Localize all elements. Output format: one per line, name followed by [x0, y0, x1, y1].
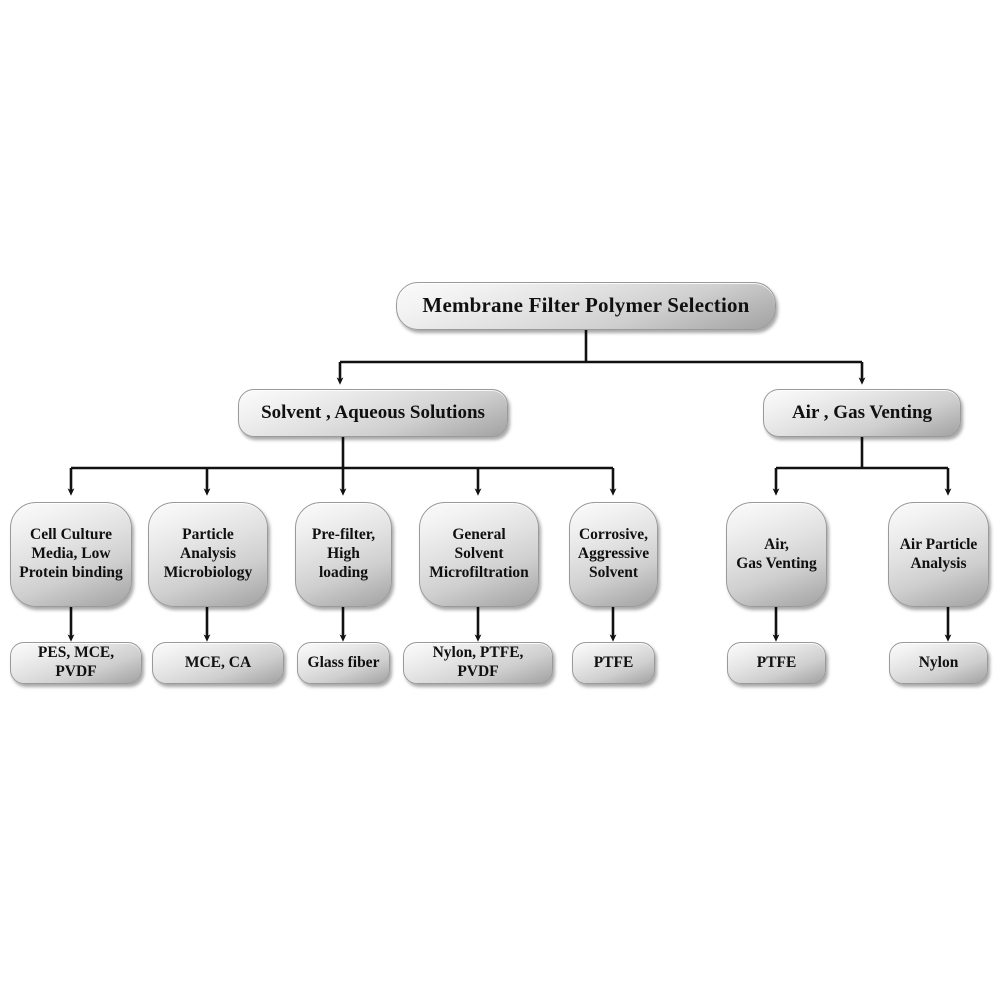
- node-result-mce-ca-label: MCE, CA: [184, 653, 252, 671]
- node-category-air-gas-venting-label: Air, Gas Venting: [736, 535, 817, 572]
- node-category-air-particle-analysis[interactable]: Air Particle Analysis: [888, 502, 989, 607]
- node-category-cell-culture-label: Cell Culture Media, Low Protein binding: [19, 526, 123, 581]
- node-branch-air-label: Air , Gas Venting: [791, 402, 933, 424]
- node-result-pes-mce-pvdf[interactable]: PES, MCE, PVDF: [10, 642, 142, 684]
- node-branch-solvent[interactable]: Solvent , Aqueous Solutions: [238, 389, 508, 437]
- node-category-air-particle-analysis-label: Air Particle Analysis: [899, 535, 978, 572]
- node-category-corrosive[interactable]: Corrosive, Aggressive Solvent: [569, 502, 658, 607]
- node-category-particle-analysis-label: Particle Analysis Microbiology: [163, 526, 253, 581]
- node-branch-air[interactable]: Air , Gas Venting: [763, 389, 961, 437]
- node-category-general-solvent-label: General Solvent Microfiltration: [429, 526, 529, 581]
- node-category-corrosive-label: Corrosive, Aggressive Solvent: [577, 526, 650, 581]
- node-category-pre-filter[interactable]: Pre-filter, High loading: [295, 502, 392, 607]
- node-result-nylon-label: Nylon: [918, 653, 959, 671]
- node-category-general-solvent[interactable]: General Solvent Microfiltration: [419, 502, 539, 607]
- node-result-nylon-ptfe-pvdf[interactable]: Nylon, PTFE, PVDF: [403, 642, 553, 684]
- node-result-pes-mce-pvdf-label: PES, MCE, PVDF: [37, 644, 115, 680]
- node-category-pre-filter-label: Pre-filter, High loading: [311, 526, 376, 581]
- node-result-ptfe-corrosive[interactable]: PTFE: [572, 642, 655, 684]
- node-category-particle-analysis[interactable]: Particle Analysis Microbiology: [148, 502, 268, 607]
- node-category-air-gas-venting[interactable]: Air, Gas Venting: [726, 502, 827, 607]
- node-branch-solvent-label: Solvent , Aqueous Solutions: [261, 402, 485, 424]
- node-category-cell-culture[interactable]: Cell Culture Media, Low Protein binding: [10, 502, 132, 607]
- node-root[interactable]: Membrane Filter Polymer Selection: [396, 282, 776, 330]
- node-result-ptfe-venting[interactable]: PTFE: [727, 642, 826, 684]
- node-result-glass-fiber-label: Glass fiber: [307, 653, 380, 671]
- node-result-nylon[interactable]: Nylon: [889, 642, 988, 684]
- node-result-mce-ca[interactable]: MCE, CA: [152, 642, 284, 684]
- node-result-ptfe-venting-label: PTFE: [756, 653, 797, 671]
- node-result-ptfe-corrosive-label: PTFE: [593, 653, 634, 671]
- node-result-nylon-ptfe-pvdf-label: Nylon, PTFE, PVDF: [432, 644, 524, 680]
- node-result-glass-fiber[interactable]: Glass fiber: [297, 642, 390, 684]
- node-root-label: Membrane Filter Polymer Selection: [422, 293, 750, 318]
